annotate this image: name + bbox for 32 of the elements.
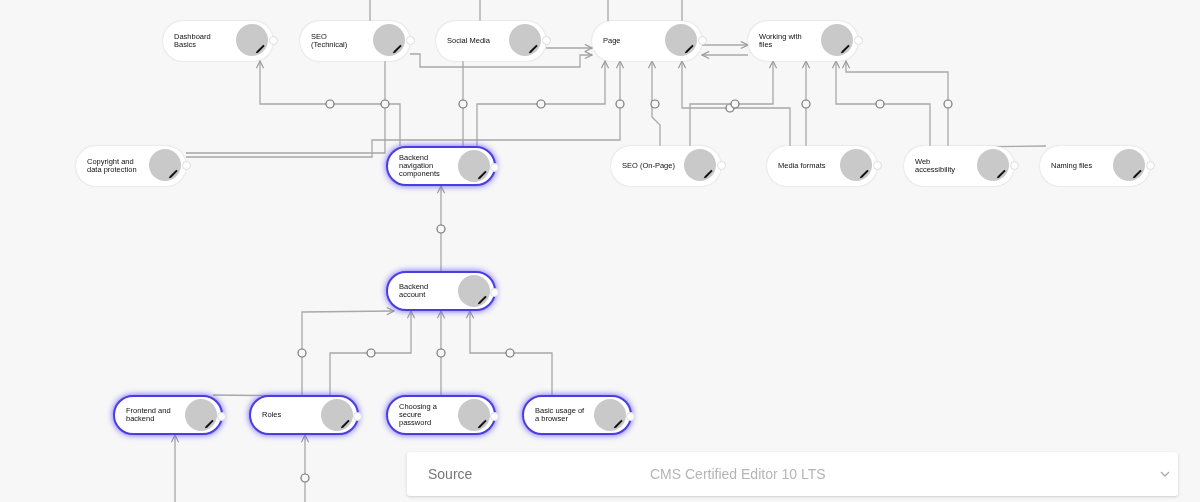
skill-pill <box>386 395 496 435</box>
arrow <box>701 40 749 50</box>
arrow <box>255 60 401 147</box>
skill-pill <box>386 146 496 186</box>
arrow <box>647 60 661 147</box>
skill-pill <box>386 271 496 311</box>
connector-line <box>462 60 464 147</box>
field-value: CMS Certified Editor 10 LTS <box>650 466 826 482</box>
connector-line <box>681 0 683 22</box>
connector-line <box>185 60 386 154</box>
skill-pill <box>249 395 359 435</box>
arrow <box>436 310 446 396</box>
arrow <box>185 60 625 158</box>
arrow <box>801 60 811 147</box>
arrow <box>701 50 749 60</box>
arrow <box>300 434 310 502</box>
skill-pill <box>522 395 632 435</box>
field-label: Source <box>428 466 473 482</box>
arrow <box>476 60 610 147</box>
arrow <box>170 434 180 502</box>
connector-line <box>607 0 609 22</box>
connector-line <box>479 0 481 22</box>
connector-line <box>369 0 371 22</box>
skill-pill <box>113 395 223 435</box>
arrow <box>465 310 553 396</box>
arrow <box>831 60 931 147</box>
arrow <box>677 60 791 147</box>
arrow <box>545 43 593 53</box>
arrow <box>409 50 593 68</box>
arrow <box>329 310 416 396</box>
arrow <box>689 60 778 147</box>
arrow <box>436 185 446 272</box>
